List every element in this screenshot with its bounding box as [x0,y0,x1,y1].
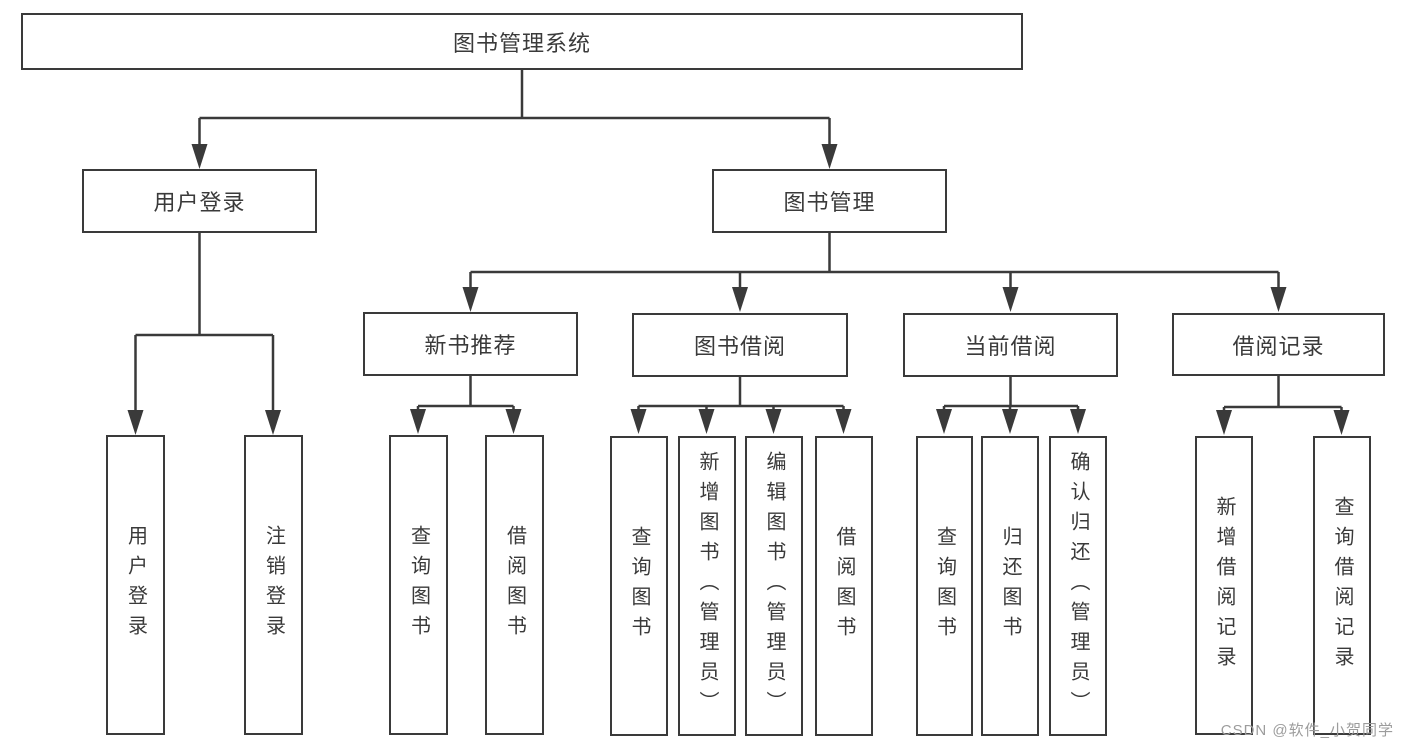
leaf-label: 查询图书 [933,526,956,646]
node-label: 图书管理 [783,190,876,215]
connector-root-to-level2 [191,70,838,169]
leaf-query-book-borrow: 查询图书 [610,436,668,736]
node-new-book-recommend: 新书推荐 [363,312,578,376]
leaf-edit-book-admin: 编辑图书（管理员） [745,436,803,736]
leaf-borrow-book-recommend: 借阅图书 [485,435,544,735]
leaf-label: 编辑图书（管理员） [763,451,785,721]
arrowhead-icon [191,144,208,169]
node-book-borrow: 图书借阅 [632,313,848,377]
arrowhead-icon [765,409,782,434]
connector-borrow-records [1216,376,1350,435]
node-label: 当前借阅 [964,334,1057,359]
arrowhead-icon [1333,410,1350,435]
leaf-logout: 注销登录 [244,435,303,735]
connector-book-borrow [630,377,852,434]
csdn-watermark: CSDN @软件_小贺同学 [1220,722,1394,739]
arrowhead-icon [1002,409,1018,434]
node-label: 新书推荐 [424,333,517,358]
connector-new-book-recommend [410,376,522,434]
arrowhead-icon [732,287,748,312]
connector-user-login-branch [127,233,281,435]
leaf-label: 归还图书 [999,526,1021,646]
arrowhead-icon [505,409,522,434]
node-label: 借阅记录 [1232,333,1325,359]
node-current-borrow: 当前借阅 [903,313,1118,377]
connector-line [198,70,831,146]
leaf-label: 新增借阅记录 [1213,495,1235,676]
arrowhead-icon [1070,409,1086,434]
arrowhead-icon [410,409,426,434]
leaf-label: 查询图书 [407,525,430,645]
arrowhead-icon [630,409,647,434]
leaf-label: 借阅图书 [833,526,855,646]
leaf-borrow-book: 借阅图书 [815,436,873,736]
leaf-label: 注销登录 [262,525,285,645]
arrowhead-icon [821,144,838,169]
leaf-confirm-return-admin: 确认归还（管理员） [1049,436,1107,736]
node-borrow-records: 借阅记录 [1172,313,1385,376]
node-root: 图书管理系统 [21,13,1023,70]
leaf-add-book-admin: 新增图书（管理员） [678,436,736,736]
arrowhead-icon [698,409,715,434]
leaf-label: 查询借阅记录 [1331,495,1353,676]
leaf-query-book-current: 查询图书 [916,436,973,736]
leaf-label: 确认归还（管理员） [1067,451,1089,721]
connector-current-borrow [936,377,1086,434]
arrowhead-icon [936,409,952,434]
node-root-label: 图书管理系统 [452,30,591,56]
connector-line [416,376,515,411]
node-label: 用户登录 [153,190,246,215]
connector-line [637,377,845,411]
leaf-user-login: 用户登录 [106,435,165,735]
arrowhead-icon [1216,410,1232,435]
arrowhead-icon [462,287,479,312]
connector-line [134,233,275,412]
leaf-return-book: 归还图书 [981,436,1039,736]
node-book-management-branch: 图书管理 [712,169,947,233]
leaf-query-borrow-record: 查询借阅记录 [1313,436,1371,735]
leaf-label: 用户登录 [124,525,147,645]
arrowhead-icon [1002,287,1019,312]
leaf-query-book-recommend: 查询图书 [389,435,448,735]
arrowhead-icon [265,410,281,435]
connector-line [942,377,1080,411]
arrowhead-icon [835,409,852,434]
leaf-label: 新增图书（管理员） [696,451,718,721]
node-label: 图书借阅 [693,334,786,359]
connector-line [469,233,1280,288]
connector-line [1222,376,1343,412]
node-user-login-branch: 用户登录 [82,169,317,233]
leaf-label: 查询图书 [628,526,650,646]
connector-book-management-branch [462,233,1287,312]
leaf-add-borrow-record: 新增借阅记录 [1195,436,1253,735]
arrowhead-icon [127,410,144,435]
leaf-label: 借阅图书 [503,525,526,645]
arrowhead-icon [1270,287,1287,312]
